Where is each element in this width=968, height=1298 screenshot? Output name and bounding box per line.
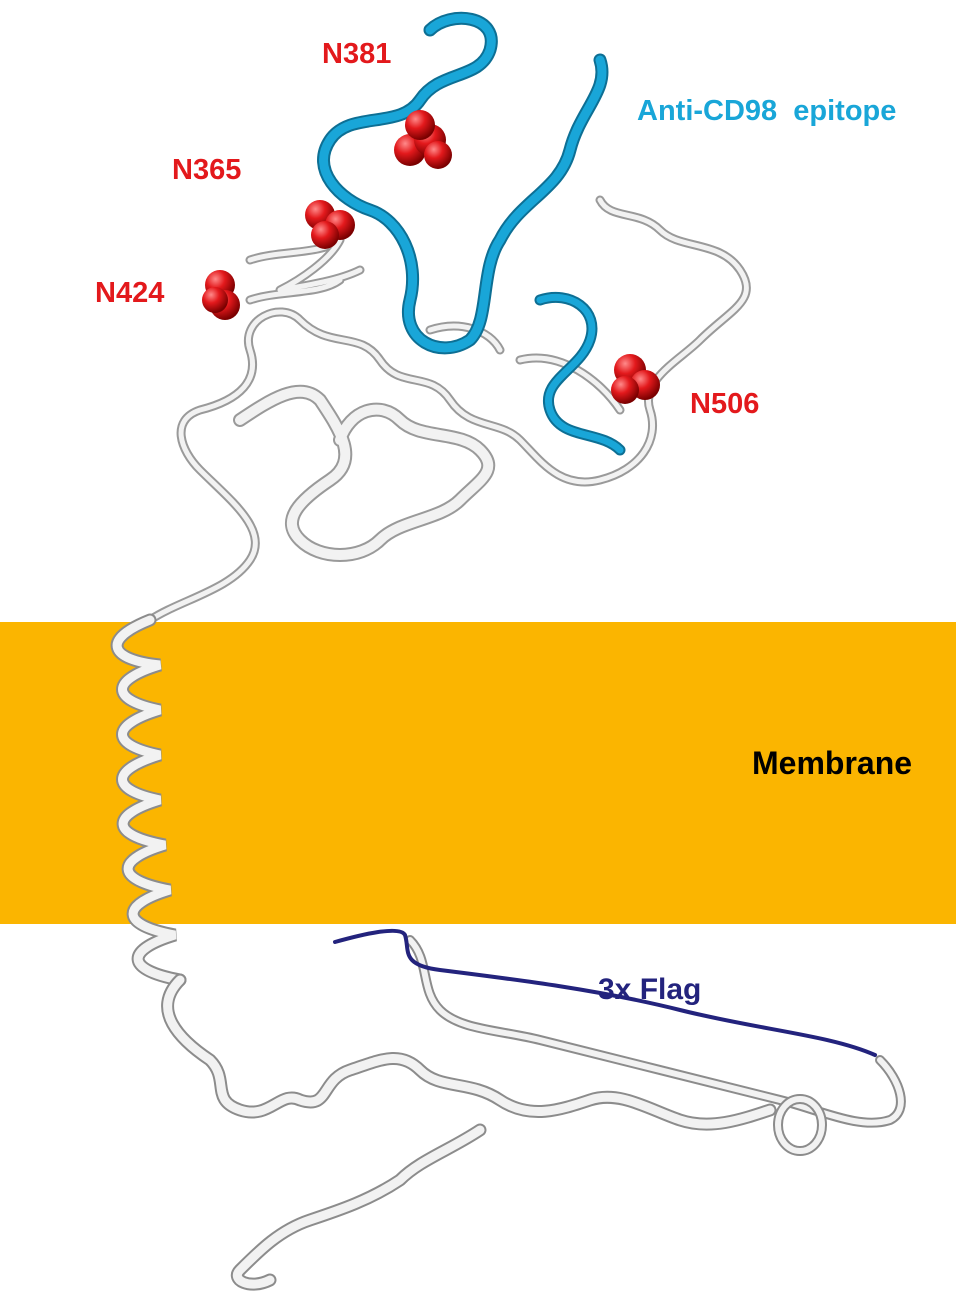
flag-label: 3x Flag bbox=[598, 975, 701, 1005]
site-label-n424: N424 bbox=[95, 279, 164, 308]
membrane-label: Membrane bbox=[752, 747, 912, 779]
glycan-sphere-n365 bbox=[305, 200, 355, 249]
site-label-n365: N365 bbox=[172, 156, 241, 185]
glycan-sphere-n424 bbox=[202, 270, 240, 320]
site-label-n381: N381 bbox=[322, 40, 391, 69]
epitope-ribbon bbox=[324, 18, 620, 450]
epitope-label: Anti-CD98 epitope bbox=[637, 97, 896, 126]
site-label-n506: N506 bbox=[690, 390, 759, 419]
intracellular-domain-ribbon bbox=[168, 940, 901, 1284]
extracellular-domain-ribbon bbox=[150, 200, 746, 620]
glycan-sphere-n506 bbox=[611, 354, 660, 404]
